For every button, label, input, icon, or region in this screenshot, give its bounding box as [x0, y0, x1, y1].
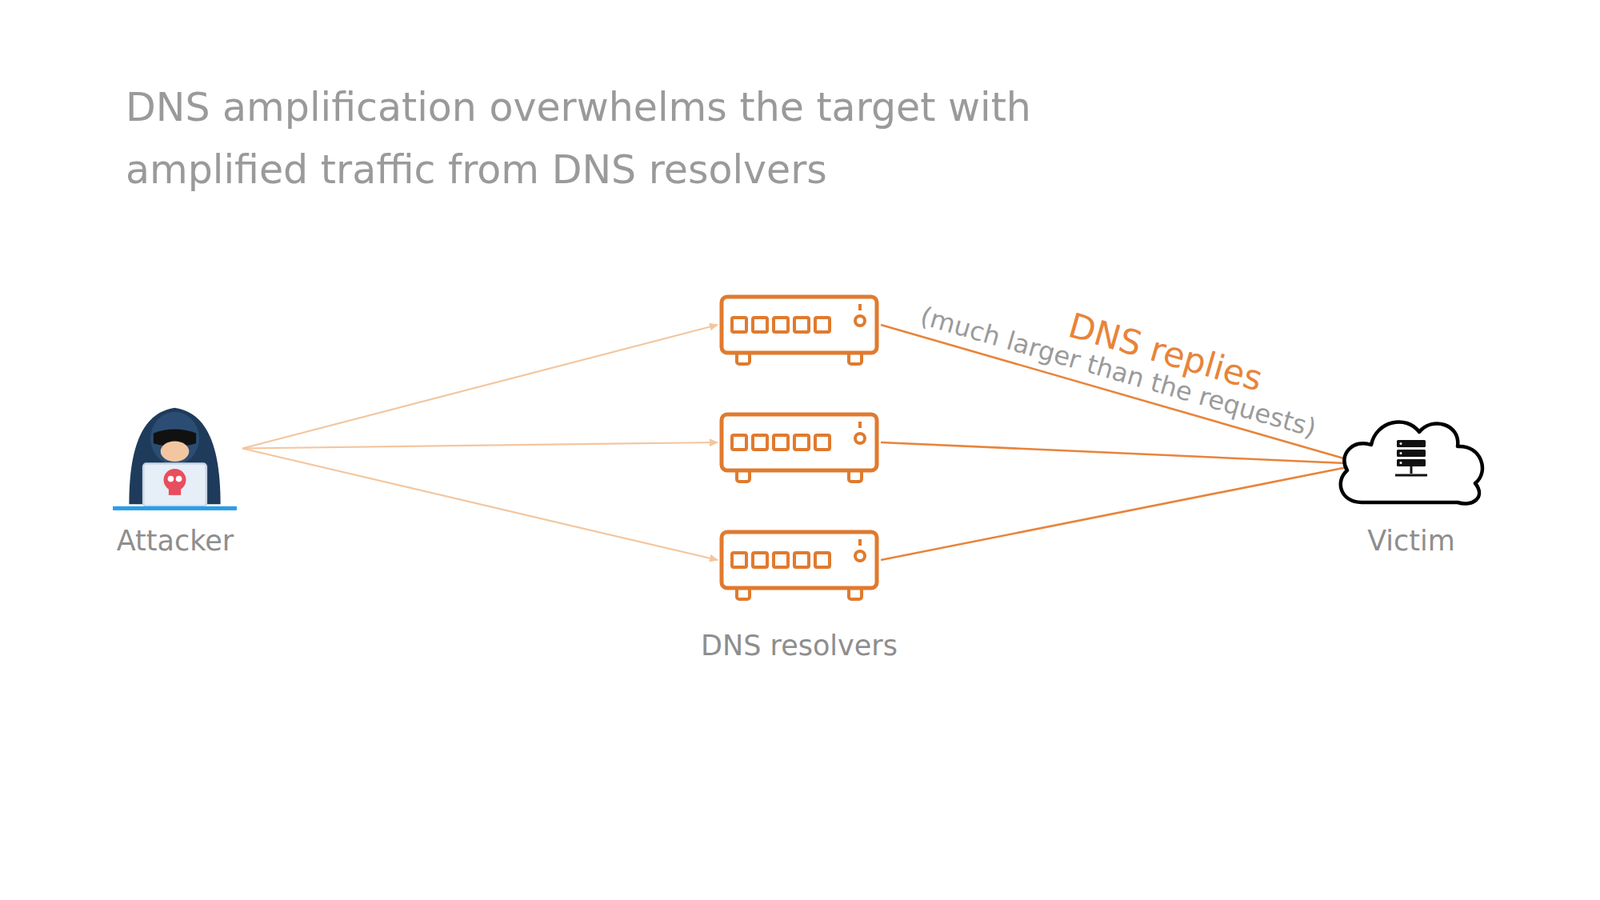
reply-arrow: [880, 464, 1364, 560]
request-arrow: [242, 448, 718, 561]
dns-resolver-icon: [719, 529, 880, 604]
victim-cloud-server: [1329, 404, 1493, 514]
attacker-node: Attacker: [95, 382, 256, 559]
node-label: Attacker: [95, 524, 256, 557]
diagram-title: DNS amplification overwhelms the target …: [125, 76, 1054, 202]
node-label: Victim: [1329, 524, 1493, 557]
request-arrow: [242, 324, 718, 449]
dns-resolver: [719, 294, 880, 368]
dns-resolver: [719, 412, 880, 486]
dns-resolver-icon: [719, 412, 880, 486]
group-label: DNS resolvers: [700, 629, 898, 662]
dns-resolver: [719, 529, 880, 604]
reply-arrow: [880, 442, 1364, 464]
attacker-icon: [108, 382, 241, 515]
dns-resolver-icon: [719, 294, 880, 368]
victim-node: Victim: [1329, 404, 1493, 565]
request-arrow: [242, 442, 718, 449]
